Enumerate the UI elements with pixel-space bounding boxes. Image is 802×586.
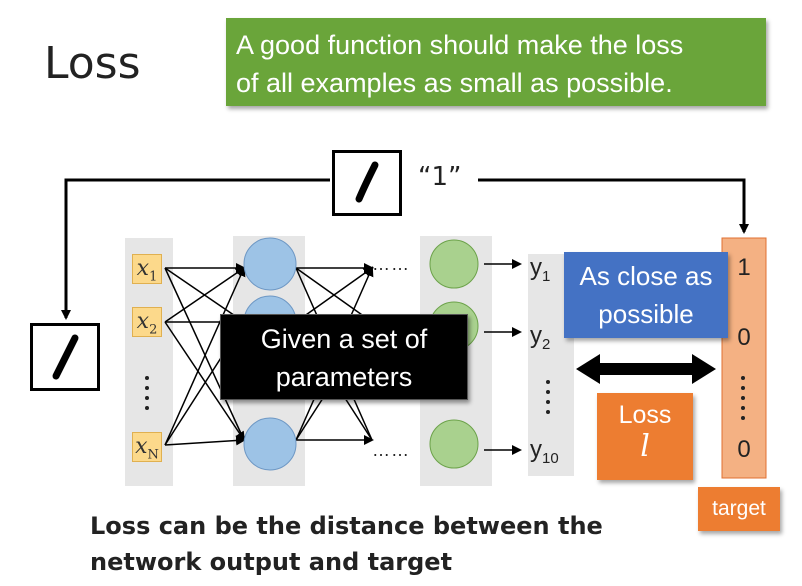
target-value: 1 [737, 254, 751, 281]
input-feed-line [61, 178, 330, 320]
output-arrows [484, 259, 522, 455]
handwritten-one-icon [52, 334, 79, 380]
goal-banner-line-2: of all examples as small as possible. [236, 68, 673, 98]
target-label: target [698, 487, 780, 531]
ellipsis-top: …… [372, 254, 410, 274]
ellipsis-bottom: …… [372, 440, 410, 460]
target-column [721, 237, 767, 479]
digit-label: “1” [418, 162, 462, 192]
input-label-xN: xN [132, 432, 162, 462]
loss-word: Loss [618, 401, 672, 429]
input-connections [164, 263, 246, 446]
target-value: 0 [737, 324, 751, 351]
target-feed-line [478, 178, 749, 234]
output-label-y10: y10 [530, 436, 559, 467]
handwritten-one-icon [355, 161, 379, 203]
loss-box: Loss l [597, 393, 693, 480]
close-line-2: possible [598, 299, 694, 329]
caption-line-2: network output and target [90, 548, 453, 576]
page-title: Loss [44, 38, 141, 89]
input-label-x2: x2 [132, 307, 162, 337]
goal-banner: A good function should make the loss of … [226, 18, 766, 106]
vertical-ellipsis [145, 376, 745, 420]
digit-one-image-input [30, 323, 100, 391]
loss-symbol: l [640, 429, 650, 464]
hidden-node [243, 417, 297, 471]
caption: Loss can be the distance between the net… [90, 508, 603, 580]
parameters-line-1: Given a set of [260, 324, 428, 354]
parameters-box: Given a set of parameters [220, 314, 468, 400]
target-value: 0 [737, 436, 751, 463]
goal-banner-line-1: A good function should make the loss [236, 30, 684, 60]
digit-one-image [332, 150, 402, 216]
close-line-1: As close as [579, 261, 713, 291]
parameters-line-2: parameters [275, 362, 413, 392]
hidden-node [243, 237, 297, 291]
output-label-y1: y1 [530, 254, 551, 285]
caption-line-1: Loss can be the distance between the [90, 512, 603, 540]
output-label-y2: y2 [530, 322, 551, 353]
close-as-possible-box: As close as possible [564, 252, 728, 338]
double-arrow-icon [576, 354, 716, 384]
last-hidden-node [429, 419, 479, 469]
input-label-x1: x1 [132, 254, 162, 284]
last-hidden-node [429, 239, 479, 289]
